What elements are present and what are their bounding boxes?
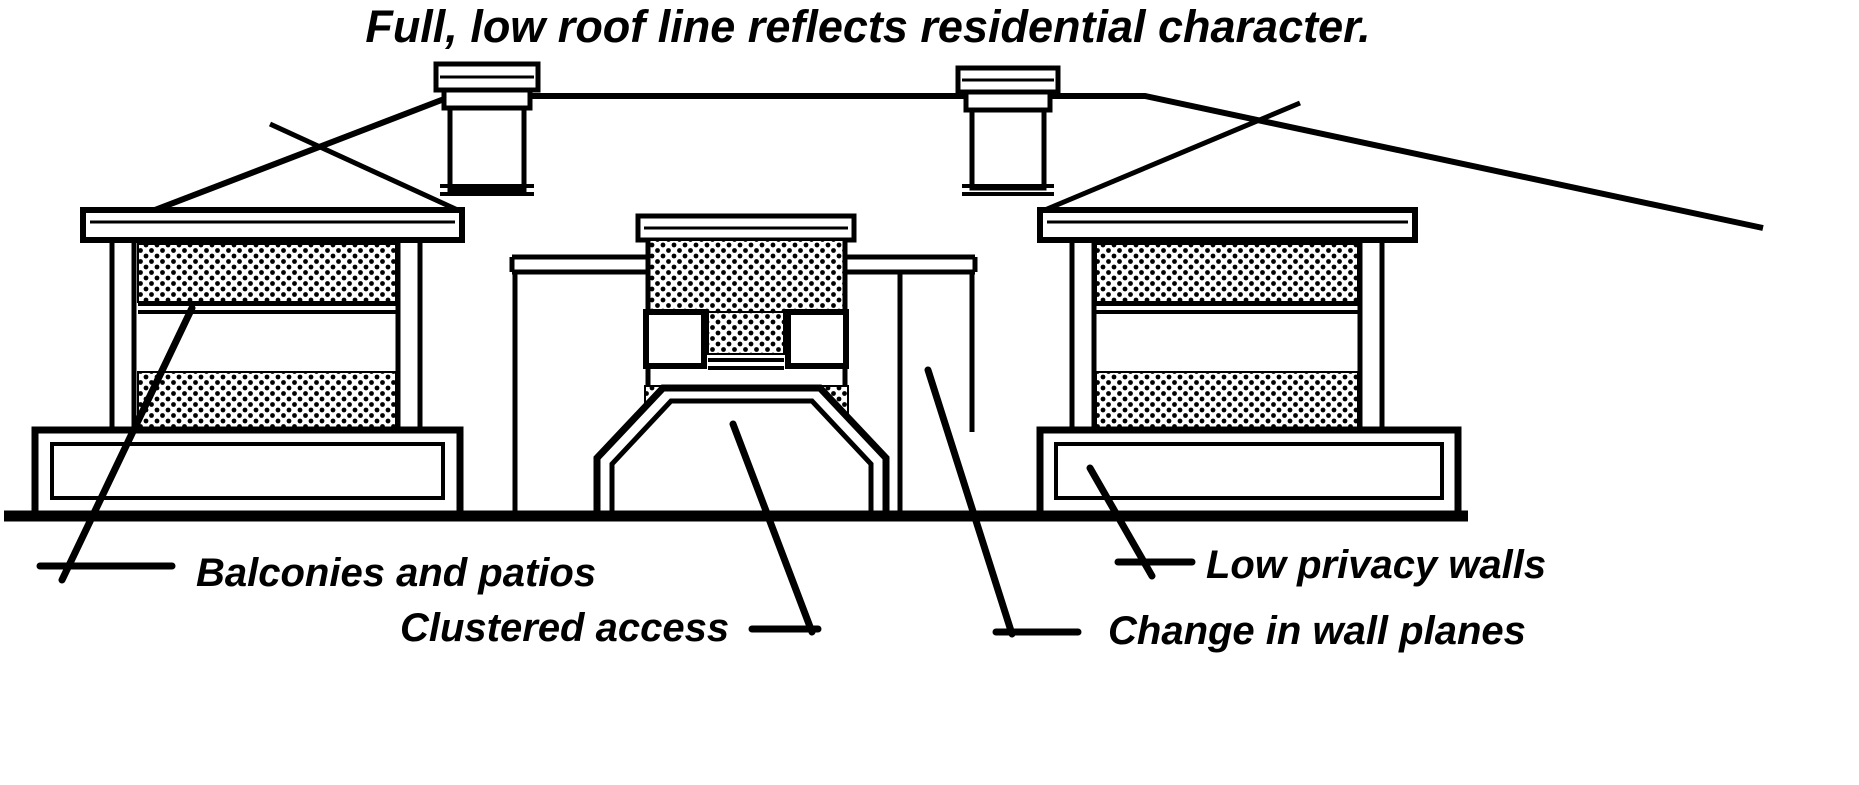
chimney-left <box>433 61 541 196</box>
entry-tower-center-hatch-strip <box>707 311 785 355</box>
building-elevation <box>4 61 1764 522</box>
chimney-right-body <box>969 107 1047 191</box>
center-eave-band <box>509 254 978 275</box>
right-balcony-hatch-lower <box>1095 371 1359 433</box>
clustered-access-leader-line <box>729 420 816 636</box>
balconies-leader-line <box>58 304 196 584</box>
chimney-right <box>955 65 1061 196</box>
annotation-leaders <box>36 304 1196 638</box>
label-clustered-access: Clustered access <box>400 606 729 650</box>
left-pavilion-roof-band <box>80 207 465 243</box>
wall-planes-leader-line <box>924 366 1016 638</box>
left-roof-hip-line <box>268 121 464 215</box>
label-low-privacy-walls: Low privacy walls <box>1206 543 1546 587</box>
entry-tower <box>635 213 857 388</box>
privacy-wall-right <box>1036 426 1462 518</box>
diagram-title: Full, low roof line reflects residential… <box>365 1 1370 52</box>
chimney-left-body <box>447 105 527 193</box>
right-balcony-hatch-upper <box>1095 243 1359 303</box>
label-balconies-and-patios: Balconies and patios <box>196 551 596 595</box>
right-pavilion <box>1037 207 1418 434</box>
privacy-wall-left-inner <box>50 442 445 500</box>
main-roof-outline <box>93 93 1764 236</box>
chimney-right-band <box>963 89 1053 113</box>
left-pavilion <box>80 207 465 434</box>
privacy-walls-leader-line <box>1086 464 1156 580</box>
right-roof-hip-line <box>1039 100 1301 215</box>
label-change-in-wall-planes: Change in wall planes <box>1108 609 1526 653</box>
privacy-wall-right-inner <box>1054 442 1444 500</box>
left-balcony-hatch-upper <box>137 243 397 303</box>
entry-window-right <box>785 309 849 369</box>
left-balcony-hatch-lower <box>137 371 397 433</box>
entry-window-left <box>643 309 707 369</box>
privacy-wall-left <box>31 426 464 518</box>
entry-tower-hatched-panel <box>647 239 846 313</box>
arch-inner-outline <box>609 398 874 514</box>
right-pavilion-roof-band <box>1037 207 1418 243</box>
chimney-left-band <box>441 87 533 111</box>
